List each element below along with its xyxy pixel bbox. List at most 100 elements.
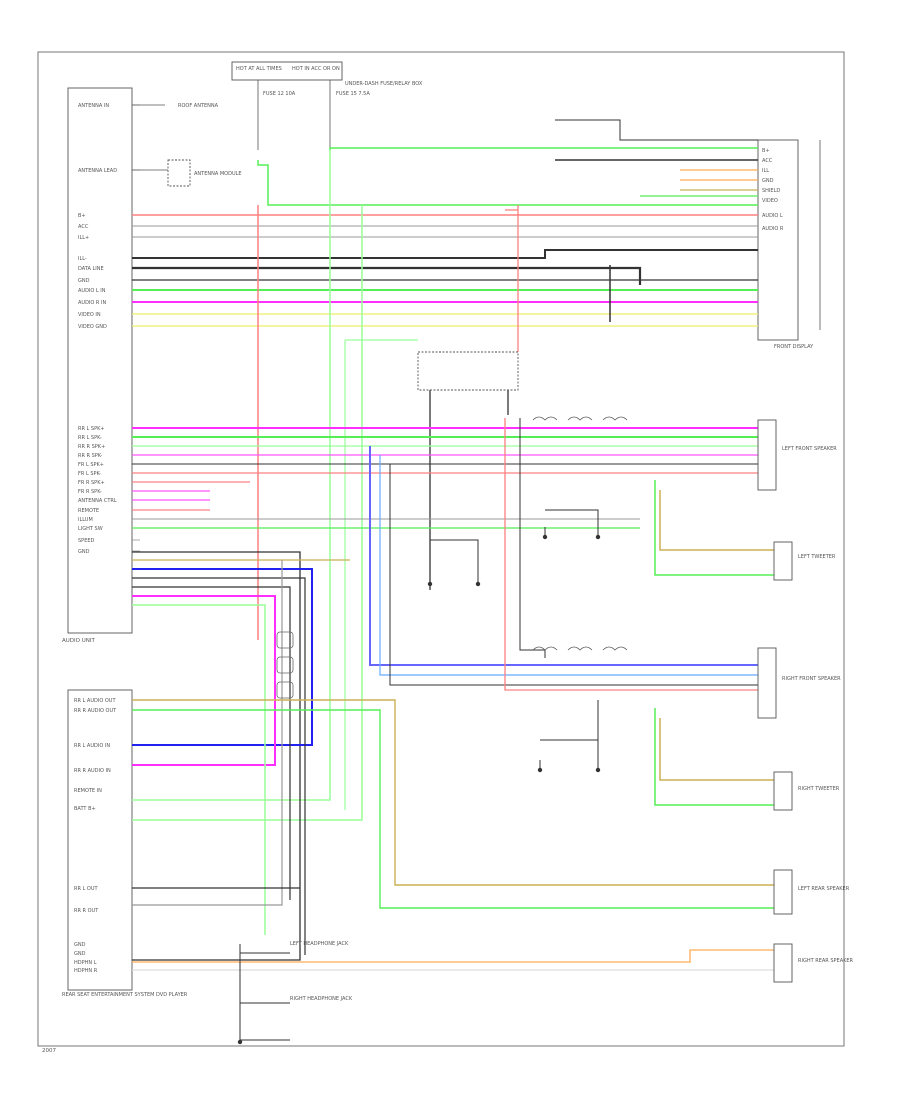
connector-marker bbox=[602, 416, 628, 421]
wire bbox=[132, 551, 301, 961]
right-rear-speaker-box bbox=[773, 943, 793, 983]
wire bbox=[132, 577, 306, 955]
right-front-speaker-box bbox=[757, 647, 777, 719]
left-rear-speaker-box bbox=[773, 869, 793, 915]
audio-unit-pin: ANTENNA IN bbox=[78, 103, 109, 109]
left-headphone-jack-label: LEFT HEADPHONE JACK bbox=[290, 941, 349, 947]
front-display-pin: B+ bbox=[762, 148, 770, 154]
audio-unit-pin: GND bbox=[78, 278, 90, 284]
roof-antenna-label: ROOF ANTENNA bbox=[178, 103, 219, 109]
audio-unit-pin: ILL+ bbox=[78, 235, 89, 241]
front-display-pin: VIDEO bbox=[762, 198, 778, 204]
right-tweeter-label: RIGHT TWEETER bbox=[798, 786, 840, 792]
audio-unit-pin: FR R SPK+ bbox=[78, 480, 105, 486]
connector-marker bbox=[532, 646, 558, 651]
connector-marker bbox=[532, 416, 558, 421]
antenna-leads bbox=[132, 104, 168, 171]
dvd-player-pin: RR L AUDIO OUT bbox=[74, 698, 116, 704]
ground-dvd bbox=[237, 1039, 243, 1045]
wire bbox=[132, 586, 291, 900]
front-display-pin: ILL bbox=[762, 168, 769, 174]
left-tweeter-label: LEFT TWEETER bbox=[798, 554, 836, 560]
wire bbox=[132, 150, 331, 801]
dvd-player-pin: BATT B+ bbox=[74, 806, 96, 812]
wire bbox=[132, 604, 266, 935]
splice-marker bbox=[276, 656, 294, 674]
wire bbox=[132, 560, 283, 906]
audio-unit-pin: ACC bbox=[78, 224, 89, 230]
audio-unit-pin: B+ bbox=[78, 213, 86, 219]
ground-link bbox=[540, 739, 599, 760]
audio-unit-pin: VIDEO IN bbox=[78, 312, 101, 318]
dvd-player-label: REAR SEAT ENTERTAINMENT SYSTEM DVD PLAYE… bbox=[62, 992, 188, 998]
splice-marker bbox=[276, 681, 294, 699]
ground-points bbox=[237, 509, 601, 1045]
dvd-player-pin: HDPHN L bbox=[74, 960, 97, 966]
front-display-pin: AUDIO L bbox=[762, 213, 783, 219]
audio-unit-label: AUDIO UNIT bbox=[62, 638, 95, 644]
ground-g601 bbox=[537, 767, 543, 773]
audio-unit-pin: FR L SPK+ bbox=[78, 462, 104, 468]
front-display-label: FRONT DISPLAY bbox=[774, 344, 814, 350]
front-display-pin: ACC bbox=[762, 158, 773, 164]
diagram-id: 2007 bbox=[42, 1048, 56, 1054]
front-display-pin: AUDIO R bbox=[762, 226, 784, 232]
audio-unit-pin: RR R SPK+ bbox=[78, 444, 105, 450]
ground-link bbox=[545, 509, 599, 528]
antenna-module-label: ANTENNA MODULE bbox=[194, 171, 242, 177]
dvd-player-pin: REMOTE IN bbox=[74, 788, 102, 794]
ground-g502 bbox=[595, 534, 601, 540]
ground-g401 bbox=[475, 581, 481, 587]
wire bbox=[132, 205, 363, 821]
connector-marker bbox=[567, 416, 593, 421]
dvd-player-pin: RR L AUDIO IN bbox=[74, 743, 110, 749]
right-headphone-jack-label: RIGHT HEADPHONE JACK bbox=[290, 996, 353, 1002]
dvd-player-box bbox=[67, 689, 133, 991]
ground-link bbox=[430, 539, 479, 575]
wire bbox=[555, 119, 758, 141]
wire bbox=[379, 455, 758, 676]
audio-unit-pin: ILLUM bbox=[78, 517, 93, 523]
audio-unit-pin: AUDIO L IN bbox=[78, 288, 106, 294]
left-front-speaker-box bbox=[757, 419, 777, 491]
left-front-speaker-label: LEFT FRONT SPEAKER bbox=[782, 446, 837, 452]
wire bbox=[659, 718, 774, 781]
wire bbox=[519, 418, 546, 658]
audio-unit-pin: ANTENNA LEAD bbox=[78, 168, 117, 174]
right-tweeter-box bbox=[773, 771, 793, 811]
audio-unit-pin: REMOTE bbox=[78, 508, 99, 514]
wire bbox=[132, 266, 642, 285]
fuse-hot-batt-label: HOT AT ALL TIMES bbox=[236, 66, 282, 72]
ground-g301 bbox=[427, 581, 433, 587]
dvd-player-pin-list: RR L AUDIO OUT RR R AUDIO OUT RR L AUDIO I… bbox=[74, 698, 117, 974]
dvd-player-pin: RR R AUDIO OUT bbox=[74, 708, 117, 714]
audio-unit-pin: SPEED bbox=[78, 538, 95, 544]
audio-unit-pin: AUDIO R IN bbox=[78, 300, 106, 306]
dvd-player-pin: GND bbox=[74, 951, 86, 957]
antenna-module-box bbox=[167, 159, 191, 187]
front-display-pin: GND bbox=[762, 178, 774, 184]
right-front-speaker-label: RIGHT FRONT SPEAKER bbox=[782, 676, 841, 682]
wire bbox=[132, 949, 774, 963]
audio-unit-pin: FR L SPK- bbox=[78, 471, 101, 477]
audio-unit-pin: ILL- bbox=[78, 256, 87, 262]
audio-unit-pin: LIGHT SW bbox=[78, 526, 103, 532]
center-module-box bbox=[417, 351, 519, 391]
wire-harness bbox=[132, 119, 774, 1041]
dvd-player-pin: GND bbox=[74, 942, 86, 948]
wire bbox=[132, 709, 774, 909]
audio-unit-pin: RR R SPK- bbox=[78, 453, 103, 459]
left-rear-speaker-label: LEFT REAR SPEAKER bbox=[798, 886, 850, 892]
audio-unit-box bbox=[67, 87, 133, 634]
fuse-a-label: FUSE 12 10A bbox=[263, 91, 296, 97]
wire bbox=[132, 249, 758, 259]
splice-marker bbox=[276, 631, 294, 649]
right-rear-speaker-label: RIGHT REAR SPEAKER bbox=[798, 958, 854, 964]
connector-marker bbox=[602, 646, 628, 651]
front-display-box bbox=[757, 139, 799, 341]
dvd-player-pin: RR R AUDIO IN bbox=[74, 768, 111, 774]
connector-marker bbox=[567, 646, 593, 651]
